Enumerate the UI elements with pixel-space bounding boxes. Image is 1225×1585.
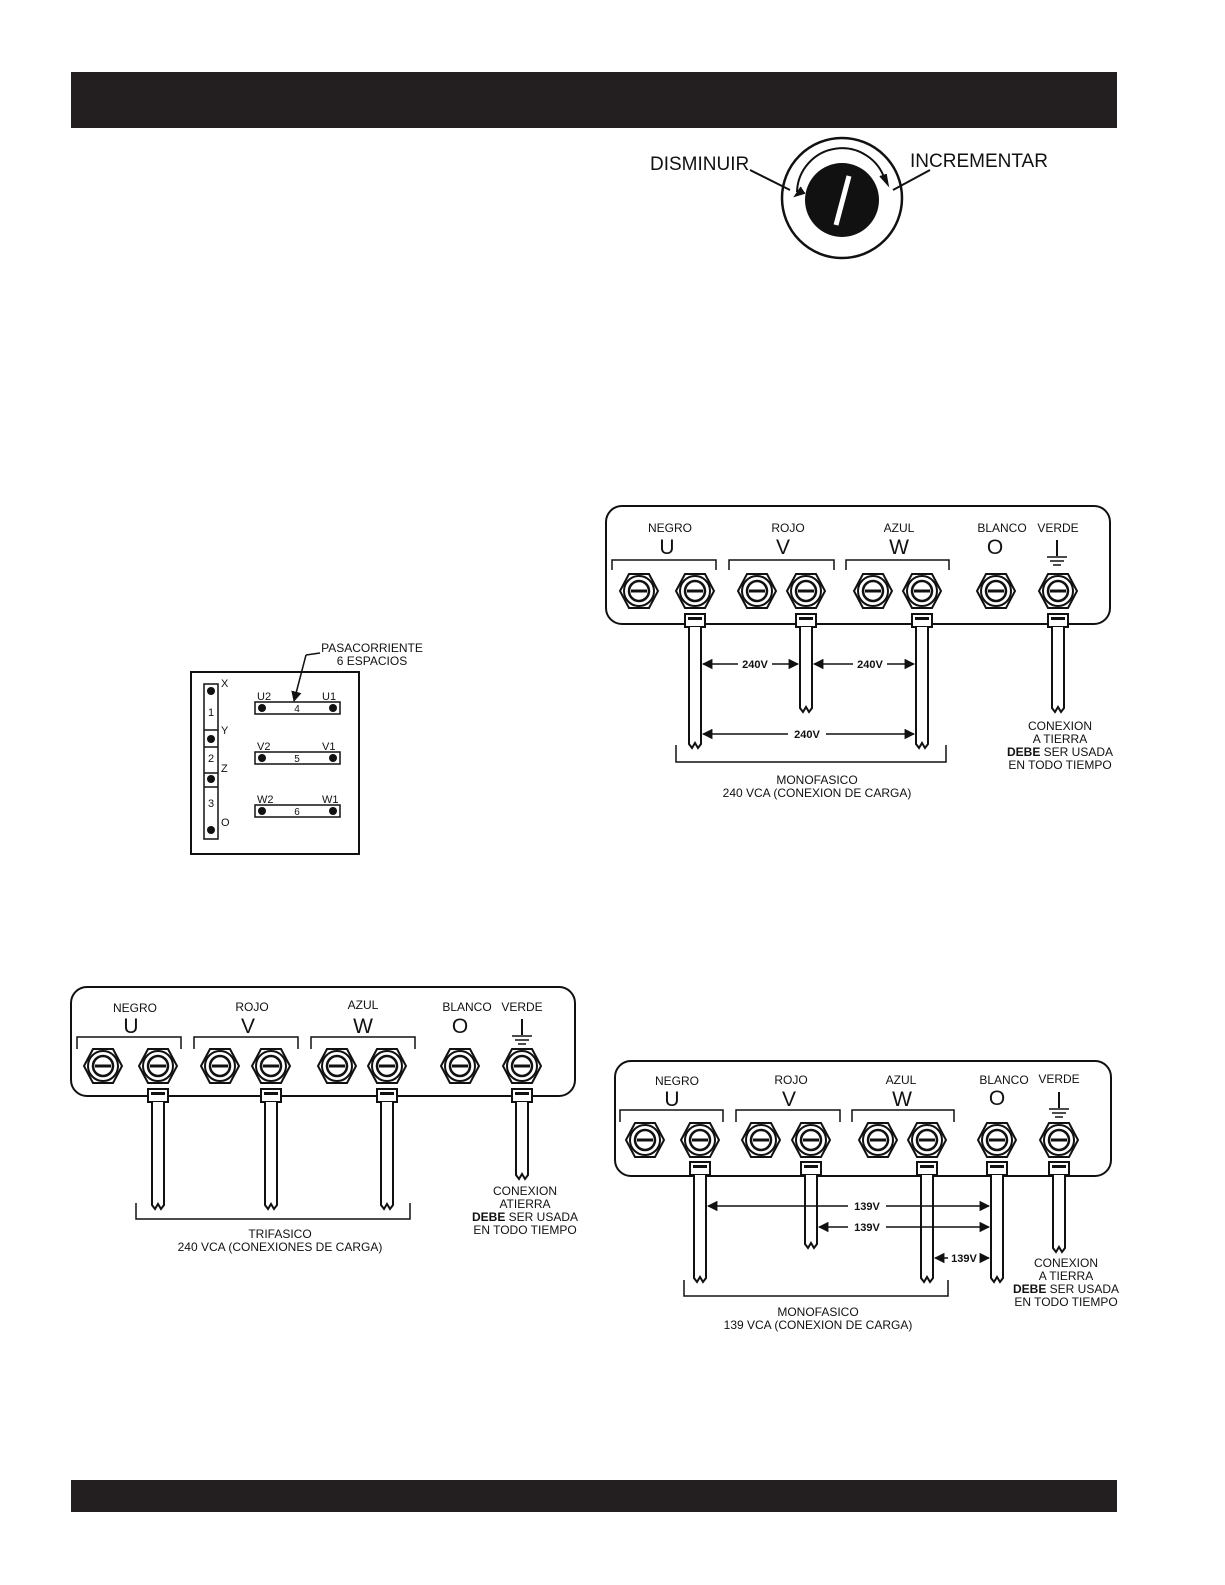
strip-number: 1: [208, 707, 214, 719]
color-label-black: NEGRO: [648, 521, 692, 535]
strip-letter: X: [221, 678, 229, 690]
terminal-letter-v: V: [241, 1015, 255, 1038]
diagram-240v-three-phase: NEGRO ROJO AZUL BLANCO VERDE U V W O TRI…: [70, 986, 578, 1254]
voltage-label: 139V: [854, 1222, 880, 1234]
color-label-blue: AZUL: [348, 998, 379, 1012]
terminal-letter-w: W: [892, 1088, 912, 1111]
diagram-240v-single-phase: NEGRO ROJO AZUL BLANCO VERDE U V W O 240…: [605, 505, 1113, 800]
terminal-letter-o: O: [987, 536, 1003, 559]
svg-text:A TIERRA: A TIERRA: [1039, 1269, 1093, 1283]
caption-line2: 240 VCA (CONEXION DE CARGA): [723, 786, 912, 800]
terminal-letter-w: W: [353, 1015, 373, 1038]
color-label-white: BLANCO: [977, 521, 1026, 535]
svg-text:4: 4: [294, 704, 300, 715]
busbar-callout-line2: 6 ESPACIOS: [337, 654, 407, 668]
terminal-letter-u: U: [659, 536, 674, 559]
voltage-label: 139V: [854, 1201, 880, 1213]
svg-text:DEBE SER USADA: DEBE SER USADA: [1007, 745, 1113, 759]
terminal-letter-v: V: [776, 536, 790, 559]
strip-letter: Z: [221, 763, 228, 775]
color-label-green: VERDE: [1038, 1072, 1079, 1086]
svg-text:EN TODO TIEMPO: EN TODO TIEMPO: [1014, 1295, 1117, 1309]
svg-text:V1: V1: [322, 741, 335, 753]
increase-label: INCREMENTAR: [910, 151, 1048, 172]
ground-symbol-icon: [512, 1019, 532, 1045]
svg-text:U2: U2: [257, 691, 271, 703]
color-label-red: ROJO: [774, 1073, 807, 1087]
color-label-white: BLANCO: [979, 1073, 1028, 1087]
caption-line1: MONOFASICO: [776, 773, 857, 787]
color-label-green: VERDE: [1037, 521, 1078, 535]
caption-line1: MONOFASICO: [777, 1305, 858, 1319]
diagram-139v-single-phase: NEGRO ROJO AZUL BLANCO VERDE U V W O 139…: [614, 1060, 1119, 1332]
ground-note: CONEXION A TIERRA DEBE SER USADA EN TODO…: [1013, 1256, 1119, 1309]
voltage-label: 240V: [742, 659, 768, 671]
strip-letter: Y: [221, 725, 229, 737]
ground-note: CONEXION ATIERRA DEBE SER USADA EN TODO …: [472, 1184, 578, 1237]
svg-text:6: 6: [294, 807, 300, 818]
strip-number: 3: [208, 798, 214, 810]
ground-symbol-icon: [1049, 1092, 1069, 1118]
voltage-label: 240V: [794, 729, 820, 741]
svg-text:DEBE SER USADA: DEBE SER USADA: [1013, 1282, 1119, 1296]
svg-text:A TIERRA: A TIERRA: [1033, 732, 1087, 746]
svg-text:W1: W1: [322, 794, 339, 806]
ground-symbol-icon: [1047, 540, 1067, 566]
color-label-black: NEGRO: [655, 1074, 699, 1088]
svg-text:ATIERRA: ATIERRA: [499, 1197, 550, 1211]
voltage-label: 139V: [951, 1253, 977, 1265]
color-label-blue: AZUL: [884, 521, 915, 535]
svg-text:5: 5: [294, 754, 300, 765]
voltage-adjust-knob: DISMINUIR INCREMENTAR: [650, 136, 1048, 260]
terminal-letter-v: V: [782, 1088, 796, 1111]
footer-bar: [71, 1480, 1117, 1512]
terminal-letter-u: U: [664, 1088, 679, 1111]
svg-text:EN TODO TIEMPO: EN TODO TIEMPO: [473, 1223, 576, 1237]
color-label-black: NEGRO: [113, 1001, 157, 1015]
busbar-row: W2 6 W1: [254, 794, 341, 818]
svg-text:CONEXION: CONEXION: [493, 1184, 557, 1198]
color-label-white: BLANCO: [442, 1000, 491, 1014]
terminal-letter-o: O: [989, 1087, 1005, 1110]
terminal-letter-u: U: [123, 1015, 138, 1038]
busbar-callout-line1: PASACORRIENTE: [321, 641, 423, 655]
color-label-red: ROJO: [771, 521, 804, 535]
caption-line1: TRIFASICO: [248, 1227, 311, 1241]
voltage-label: 240V: [857, 659, 883, 671]
svg-text:V2: V2: [257, 741, 270, 753]
svg-text:CONEXION: CONEXION: [1034, 1256, 1098, 1270]
busbar-row: V2 5 V1: [254, 741, 341, 765]
svg-text:CONEXION: CONEXION: [1028, 719, 1092, 733]
svg-text:W2: W2: [257, 794, 274, 806]
decrease-label: DISMINUIR: [650, 154, 749, 175]
svg-text:DEBE SER USADA: DEBE SER USADA: [472, 1210, 578, 1224]
busbar-diagram: PASACORRIENTE 6 ESPACIOS 1 2 3 X Y Z O U…: [190, 641, 423, 855]
busbar-row: U2 4 U1: [254, 691, 341, 715]
strip-number: 2: [208, 753, 214, 765]
caption-line2: 240 VCA (CONEXIONES DE CARGA): [178, 1240, 383, 1254]
svg-text:U1: U1: [322, 691, 336, 703]
color-label-green: VERDE: [501, 1000, 542, 1014]
terminal-letter-w: W: [889, 536, 909, 559]
header-bar: [71, 72, 1117, 128]
color-label-blue: AZUL: [886, 1073, 917, 1087]
svg-text:EN TODO TIEMPO: EN TODO TIEMPO: [1008, 758, 1111, 772]
strip-letter: O: [221, 817, 230, 829]
terminal-letter-o: O: [452, 1015, 468, 1038]
color-label-red: ROJO: [235, 1000, 268, 1014]
ground-note: CONEXION A TIERRA DEBE SER USADA EN TODO…: [1007, 719, 1113, 772]
caption-line2: 139 VCA (CONEXION DE CARGA): [724, 1318, 913, 1332]
